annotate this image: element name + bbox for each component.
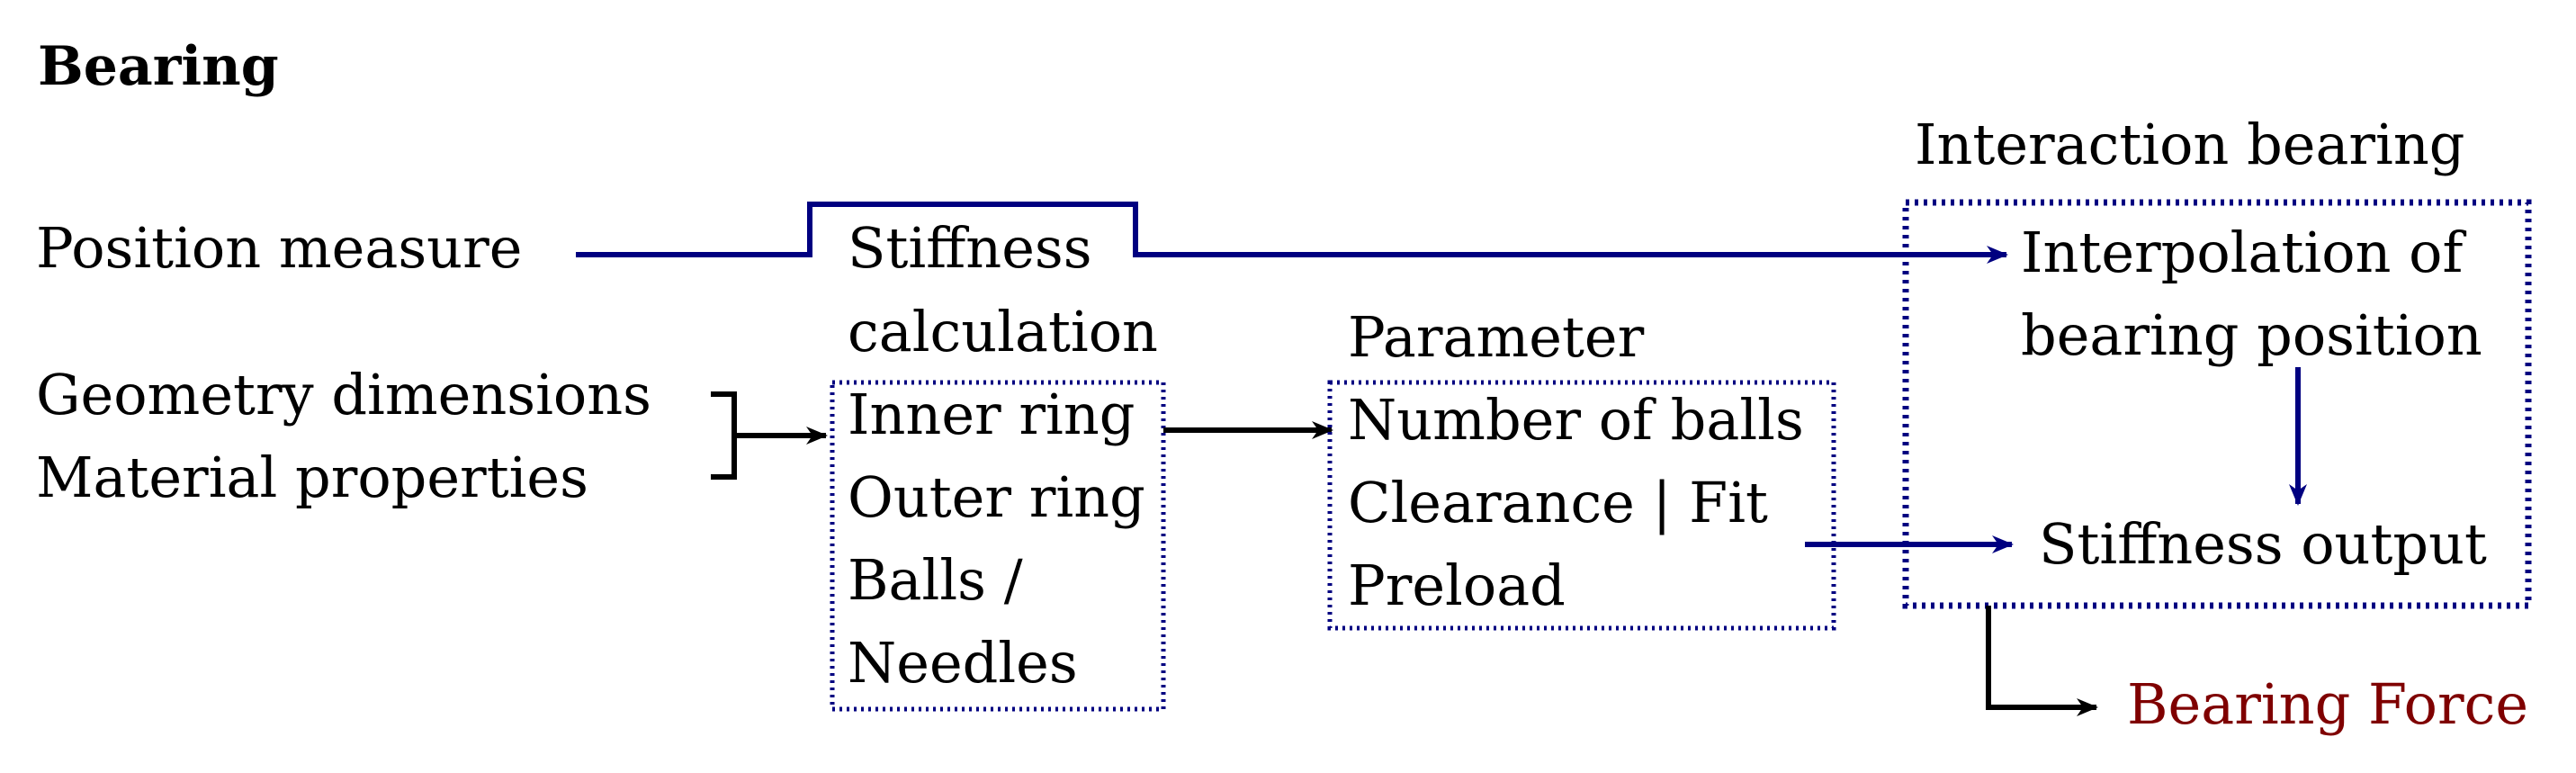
output-to-bearing-force-arrow [1986,606,2098,716]
position-measure-arrow [576,202,2008,264]
parameter-item-clearance-fit: Clearance | Fit [1348,470,1768,535]
input-geometry-dimensions: Geometry dimensions [36,362,651,427]
stiffness-calc-heading-line2: calculation [848,299,1158,364]
parameter-heading: Parameter [1348,304,1645,370]
parameter-box [1327,380,1836,631]
diagram-title: Bearing [38,35,279,98]
stiffness-item-outer-ring: Outer ring [848,464,1145,530]
bearing-force-label: Bearing Force [2127,671,2529,737]
stiffness-output-label: Stiffness output [2039,511,2487,577]
interpolation-line2: bearing position [2021,302,2482,368]
stiffness-calc-heading-line1: Stiffness [848,215,1092,281]
stiffness-calc-box [830,380,1166,712]
parameter-item-number-of-balls: Number of balls [1348,387,1804,453]
stiffness-item-needles: Needles [848,630,1078,696]
input-position-measure: Position measure [36,215,523,281]
input-material-properties: Material properties [36,445,588,510]
interaction-heading: Interaction bearing [1915,112,2465,177]
input-bracket [711,391,737,480]
parameter-item-preload: Preload [1348,553,1566,618]
interpolation-line1: Interpolation of [2021,220,2464,285]
stiffness-item-inner-ring: Inner ring [848,382,1135,447]
stiffness-item-balls: Balls / [848,547,1023,613]
